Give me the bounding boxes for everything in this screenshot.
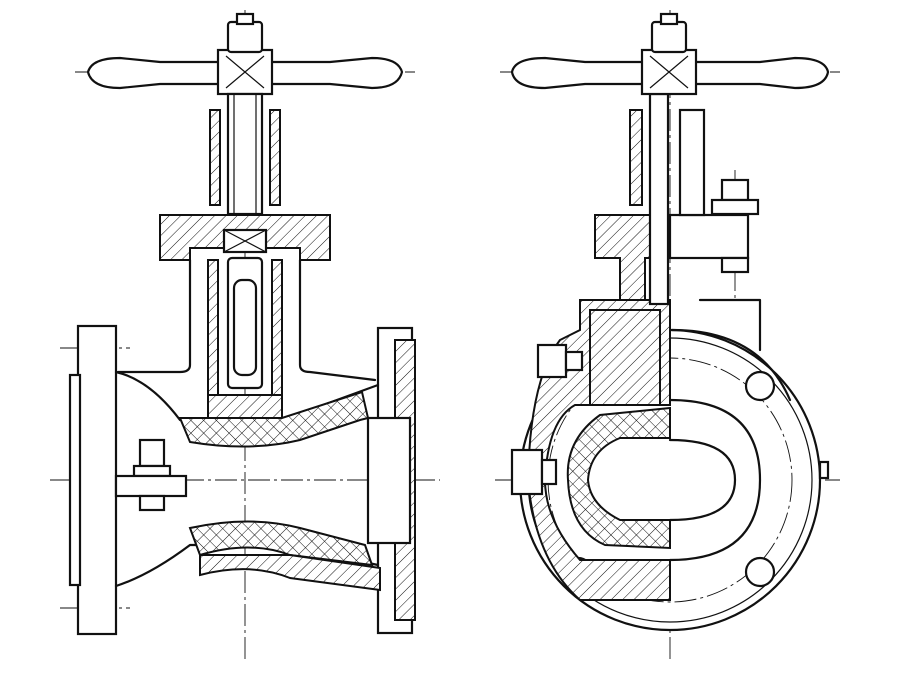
bolt-hole [744, 556, 776, 588]
liner-side [566, 406, 671, 550]
bellows-housing [209, 109, 281, 206]
stem [226, 92, 264, 216]
flange-bolt [114, 438, 188, 512]
handwheel [86, 48, 404, 96]
body-bolts [510, 343, 584, 496]
liner-top [178, 390, 370, 448]
front-section-view [50, 10, 440, 660]
liner-bottom [188, 520, 374, 567]
stem-nut [226, 12, 264, 54]
bolt-hole [744, 370, 776, 402]
side-section-view [495, 10, 840, 660]
outlet-flange [366, 326, 416, 635]
side-stem [648, 92, 670, 306]
side-handwheel [510, 12, 830, 96]
inlet-flange [68, 324, 118, 636]
bonnet-bolt [710, 178, 760, 274]
